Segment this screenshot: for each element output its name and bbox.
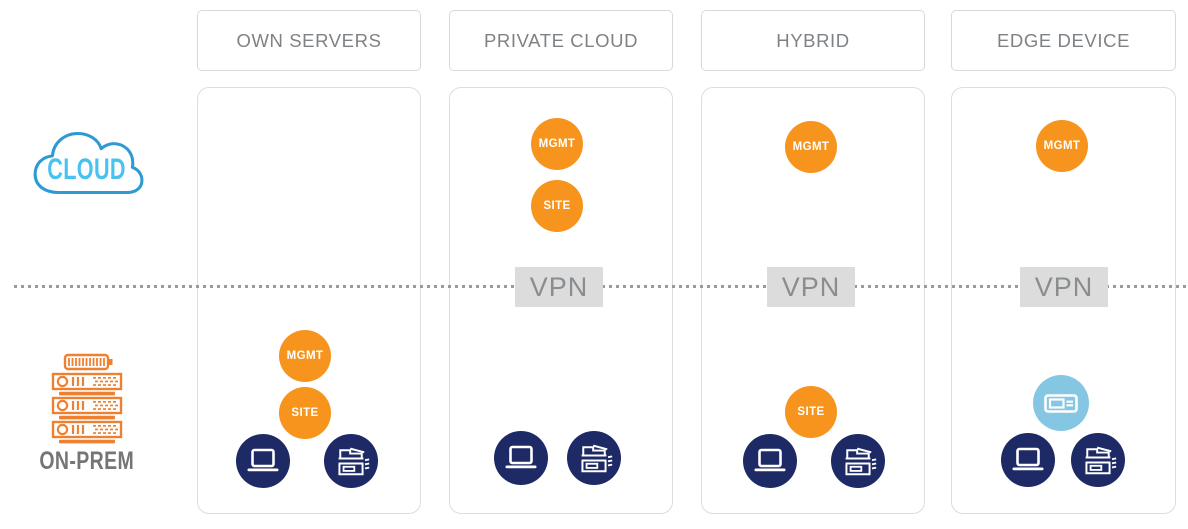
server-rack-icon	[51, 353, 123, 447]
laptop-node	[743, 434, 797, 488]
mfp-node	[1071, 433, 1125, 487]
laptop-node	[236, 434, 290, 488]
mfp-printer-icon	[1085, 446, 1117, 475]
column-header-own-servers: OWN SERVERS	[197, 10, 421, 71]
mfp-printer-icon	[581, 444, 613, 473]
vpn-badge-edge-device: VPN	[1020, 267, 1108, 307]
vpn-badge-private-cloud: VPN	[515, 267, 603, 307]
mfp-node	[567, 431, 621, 485]
mgmt-node: MGMT	[531, 118, 583, 170]
site-node: SITE	[279, 387, 331, 439]
mfp-node	[831, 434, 885, 488]
panel-own-servers	[197, 87, 421, 514]
column-header-hybrid: HYBRID	[701, 10, 925, 71]
laptop-node	[494, 431, 548, 485]
laptop-icon	[505, 445, 537, 469]
mfp-printer-icon	[338, 447, 370, 476]
column-header-label: PRIVATE CLOUD	[483, 29, 639, 51]
mgmt-node: MGMT	[1036, 120, 1088, 172]
column-header-private-cloud: PRIVATE CLOUD	[449, 10, 673, 71]
cloud-zone-label: CLOUD	[28, 126, 146, 204]
onprem-zone-text: ON-PREM	[39, 447, 135, 475]
mgmt-node: MGMT	[785, 121, 837, 173]
column-header-label: EDGE DEVICE	[996, 29, 1131, 51]
edge-device-node	[1033, 375, 1089, 431]
cloud-icon	[33, 131, 144, 194]
column-header-label: OWN SERVERS	[236, 29, 382, 51]
mfp-node	[324, 434, 378, 488]
laptop-icon	[247, 448, 279, 472]
site-node: SITE	[785, 386, 837, 438]
edge-device-icon	[1044, 394, 1078, 413]
column-header-label: HYBRID	[776, 29, 850, 51]
column-header-edge-device: EDGE DEVICE	[951, 10, 1176, 71]
cloud-zone-text: CLOUD	[47, 153, 127, 186]
mfp-printer-icon	[845, 447, 877, 476]
mgmt-node: MGMT	[279, 330, 331, 382]
laptop-node	[1001, 433, 1055, 487]
site-node: SITE	[531, 180, 583, 232]
laptop-icon	[754, 448, 786, 472]
vpn-badge-hybrid: VPN	[767, 267, 855, 307]
laptop-icon	[1012, 447, 1044, 471]
